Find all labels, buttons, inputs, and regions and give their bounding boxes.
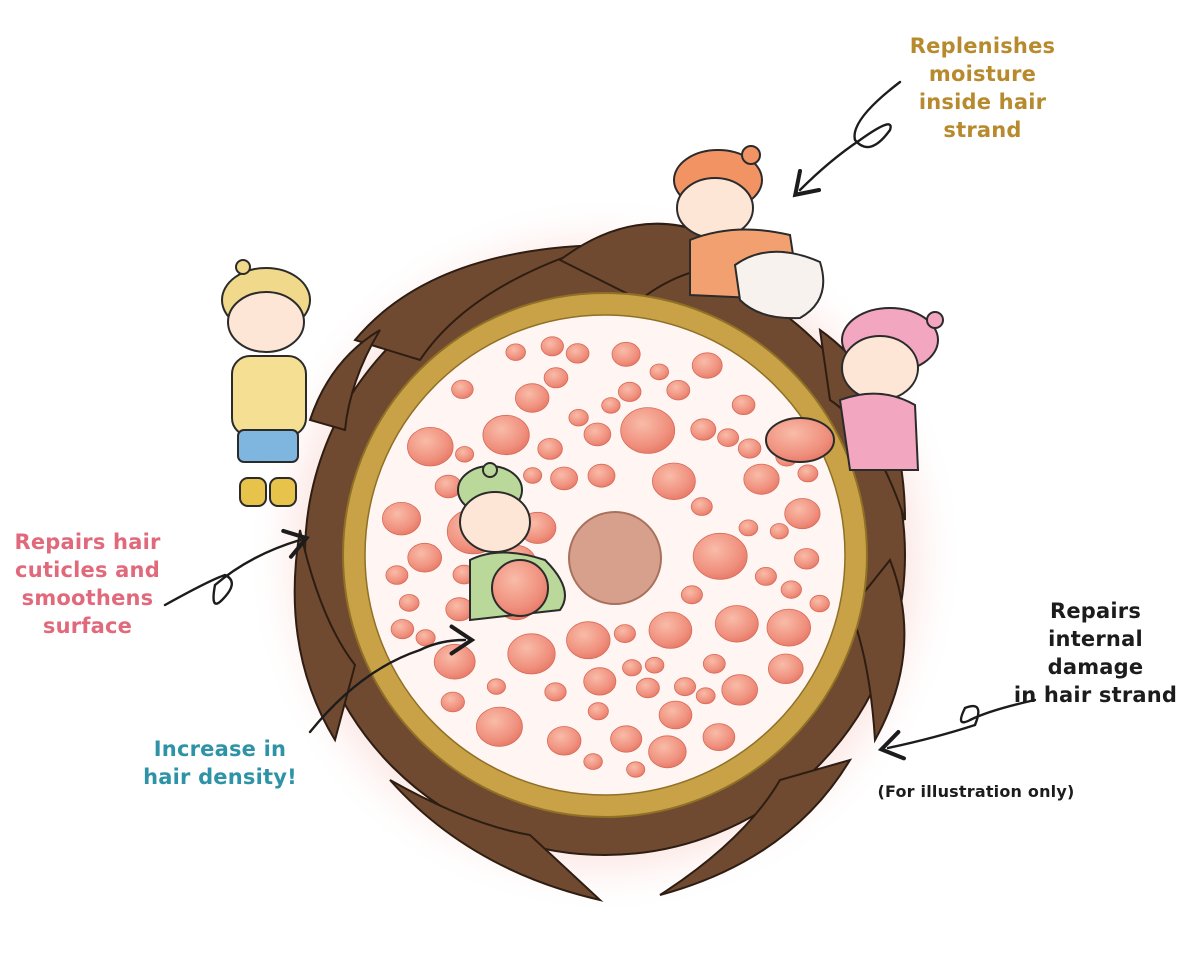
cortex-cell [613,624,636,643]
cortex-cell [674,677,697,697]
cortex-cell [691,352,723,379]
arrow-moisture [792,80,902,198]
cortex-cell [433,643,476,680]
cortex-cell [407,427,454,467]
cortex-cell [721,674,758,706]
cortex-cell [658,700,693,730]
cortex-cell [690,497,713,516]
arrow-cuticles [163,528,310,607]
green-hat-character [457,462,566,622]
arrows [163,80,1037,761]
cortex-cell [809,594,830,613]
label-increase-density: Increase in hair density! [143,737,297,789]
cortex-cell [780,580,802,599]
cortex-cell [611,341,641,367]
cortex-cell [622,659,642,677]
cortex-cell [702,653,726,674]
yellow-hat-character [221,259,311,507]
orange-hat-character [673,145,825,320]
cortex-cell [797,464,819,483]
cortex-cell [714,605,759,643]
cortex-cell [583,667,617,696]
cortex-cell [648,611,693,649]
cortex-cell [455,446,475,463]
cortex-cell [666,380,691,401]
cortex-cell [731,394,756,415]
cortex-cell [507,633,556,675]
cortex-cell [583,753,603,770]
label-repairs-internal-damage: Repairs internal damage in hair strand [1013,599,1178,707]
cortex-cell [784,498,821,530]
cortex-cell [769,523,789,540]
cortex-cell [565,343,590,364]
cortex-cell [587,463,616,488]
cortex-cell [523,467,543,484]
cortex-cell [505,343,526,361]
cortex-cell [754,567,777,586]
cortex-cell [583,422,612,447]
cortex-cell [737,438,762,459]
cortex-cell [743,463,780,495]
cortex-cell [793,548,820,570]
cortex-cell [550,466,578,491]
cortex-cell [415,629,436,647]
illustration-note: (For illustration only) [877,782,1075,801]
arrow-density [308,624,476,734]
cortex-cell [547,726,582,756]
cortex-cell [537,437,563,460]
cortex-cell [398,594,420,612]
cortex-cell [626,761,646,778]
cortex-cell [620,407,676,454]
cortex-cell [486,678,506,695]
medulla [568,511,662,605]
cortex-cell [451,379,474,399]
cortex-cell [680,585,703,605]
cortex-cell [644,656,665,674]
cortex-cell [618,381,642,402]
cortex-cell [649,363,670,381]
cortex-cell [440,691,465,713]
cortex-cell [767,653,804,685]
cortex-cell [515,383,550,413]
cortex-cell [692,532,748,580]
cortex-cell [648,735,687,769]
cortex-cell [540,336,564,357]
cortex-cell [587,702,609,721]
cortex-cell [543,367,569,389]
label-replenishes-moisture: Replenishes moisture inside hair strand [909,34,1056,142]
cortex-cell [695,687,716,705]
cortex-cell [445,597,474,622]
cortex-cell [482,414,530,456]
cortex-cells [381,336,830,778]
cortex-cell [601,397,621,414]
cortex-cell [610,725,643,753]
cortex-cell [381,502,421,536]
cortex-cell [702,723,736,751]
cortex-cell [475,706,523,747]
label-repairs-cuticles: Repairs hair cuticles and smoothens surf… [14,530,161,638]
cortex-cell [717,428,739,448]
cortex-cell [385,565,409,585]
cortex-cell [390,619,415,640]
cortex-cell [407,542,443,573]
arrow-internal [877,698,1037,761]
cortex-cell [738,519,759,537]
cortex-cell [652,462,696,500]
cortex-cell [566,621,611,660]
cortex-cell [568,409,589,427]
cortex-cell [766,608,811,647]
pink-hat-character [765,307,944,471]
cortex-cell [636,677,660,699]
cortex-cell [544,682,567,702]
cortex-cell [690,418,717,441]
